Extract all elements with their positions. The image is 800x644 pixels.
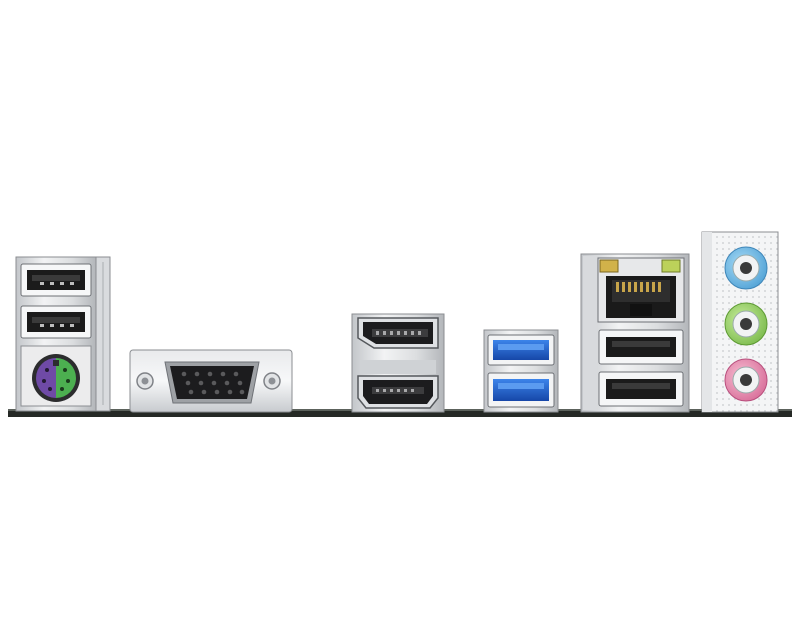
usb3-stack	[483, 329, 559, 413]
usb3-port-bottom[interactable]	[487, 372, 555, 408]
lan-usb-stack	[580, 253, 690, 413]
ethernet-port[interactable]	[597, 257, 685, 323]
pcb-edge	[8, 409, 792, 417]
audio-line-out-jack[interactable]	[724, 302, 768, 346]
usb2-ps2-stack	[15, 256, 111, 412]
hdmi-port[interactable]	[357, 375, 439, 409]
displayport-port[interactable]	[357, 317, 439, 349]
audio-stack	[701, 231, 779, 413]
vga-port[interactable]	[129, 349, 293, 413]
audio-mic-jack[interactable]	[724, 358, 768, 402]
usb2-port-lan-bottom[interactable]	[598, 371, 684, 407]
audio-line-in-jack[interactable]	[724, 246, 768, 290]
usb3-port-top[interactable]	[487, 334, 555, 366]
dp-hdmi-stack	[351, 313, 445, 413]
usb2-port-lan-top[interactable]	[598, 329, 684, 365]
usb2-port-bottom[interactable]	[20, 305, 92, 339]
ps2-combo-port[interactable]	[20, 345, 92, 407]
usb2-port-top[interactable]	[20, 263, 92, 297]
